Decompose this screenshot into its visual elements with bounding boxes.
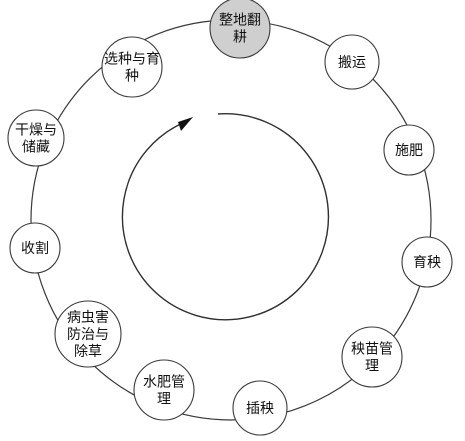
stage-label-6-line-0: 水肥管 xyxy=(143,375,185,391)
stage-label-9-line-1: 储藏 xyxy=(22,140,50,156)
stage-node-7 xyxy=(54,300,122,368)
stage-label-4-line-0: 秧苗管 xyxy=(351,342,393,358)
stage-label-7-line-0: 病虫害 xyxy=(67,310,109,326)
stage-label-3-line-0: 育秧 xyxy=(413,255,441,271)
stage-label-6-line-1: 理 xyxy=(157,392,171,408)
stage-label-1-line-0: 搬运 xyxy=(338,55,366,71)
stage-label-8-line-0: 收割 xyxy=(21,240,49,257)
stage-label-9-line-0: 干燥与 xyxy=(15,123,57,139)
stage-label-0-line-0: 整地翻 xyxy=(219,13,261,29)
stage-node-10 xyxy=(101,36,163,98)
stage-node-2 xyxy=(383,124,435,176)
stage-node-6 xyxy=(133,359,195,421)
stage-node-8 xyxy=(9,222,61,274)
stage-label-10-line-1: 种 xyxy=(125,69,139,85)
stage-node-5 xyxy=(232,380,288,436)
stage-label-7-line-2: 除草 xyxy=(74,344,102,360)
inner-cycle-arrow xyxy=(121,113,330,321)
stage-node-9 xyxy=(7,109,65,167)
stage-label-7-line-1: 防治与 xyxy=(67,327,109,343)
stage-node-4 xyxy=(341,326,403,388)
arrow-head-icon xyxy=(178,117,193,131)
stage-node-0 xyxy=(209,0,271,59)
stage-node-3 xyxy=(401,236,453,288)
stage-node-1 xyxy=(324,34,380,90)
stage-label-4-line-1: 理 xyxy=(365,359,379,375)
stage-label-5-line-0: 插秧 xyxy=(246,401,274,417)
stage-label-10-line-0: 选种与育 xyxy=(104,52,160,68)
stage-label-0-line-1: 耕 xyxy=(233,29,247,46)
stage-label-2-line-0: 施肥 xyxy=(395,143,423,159)
